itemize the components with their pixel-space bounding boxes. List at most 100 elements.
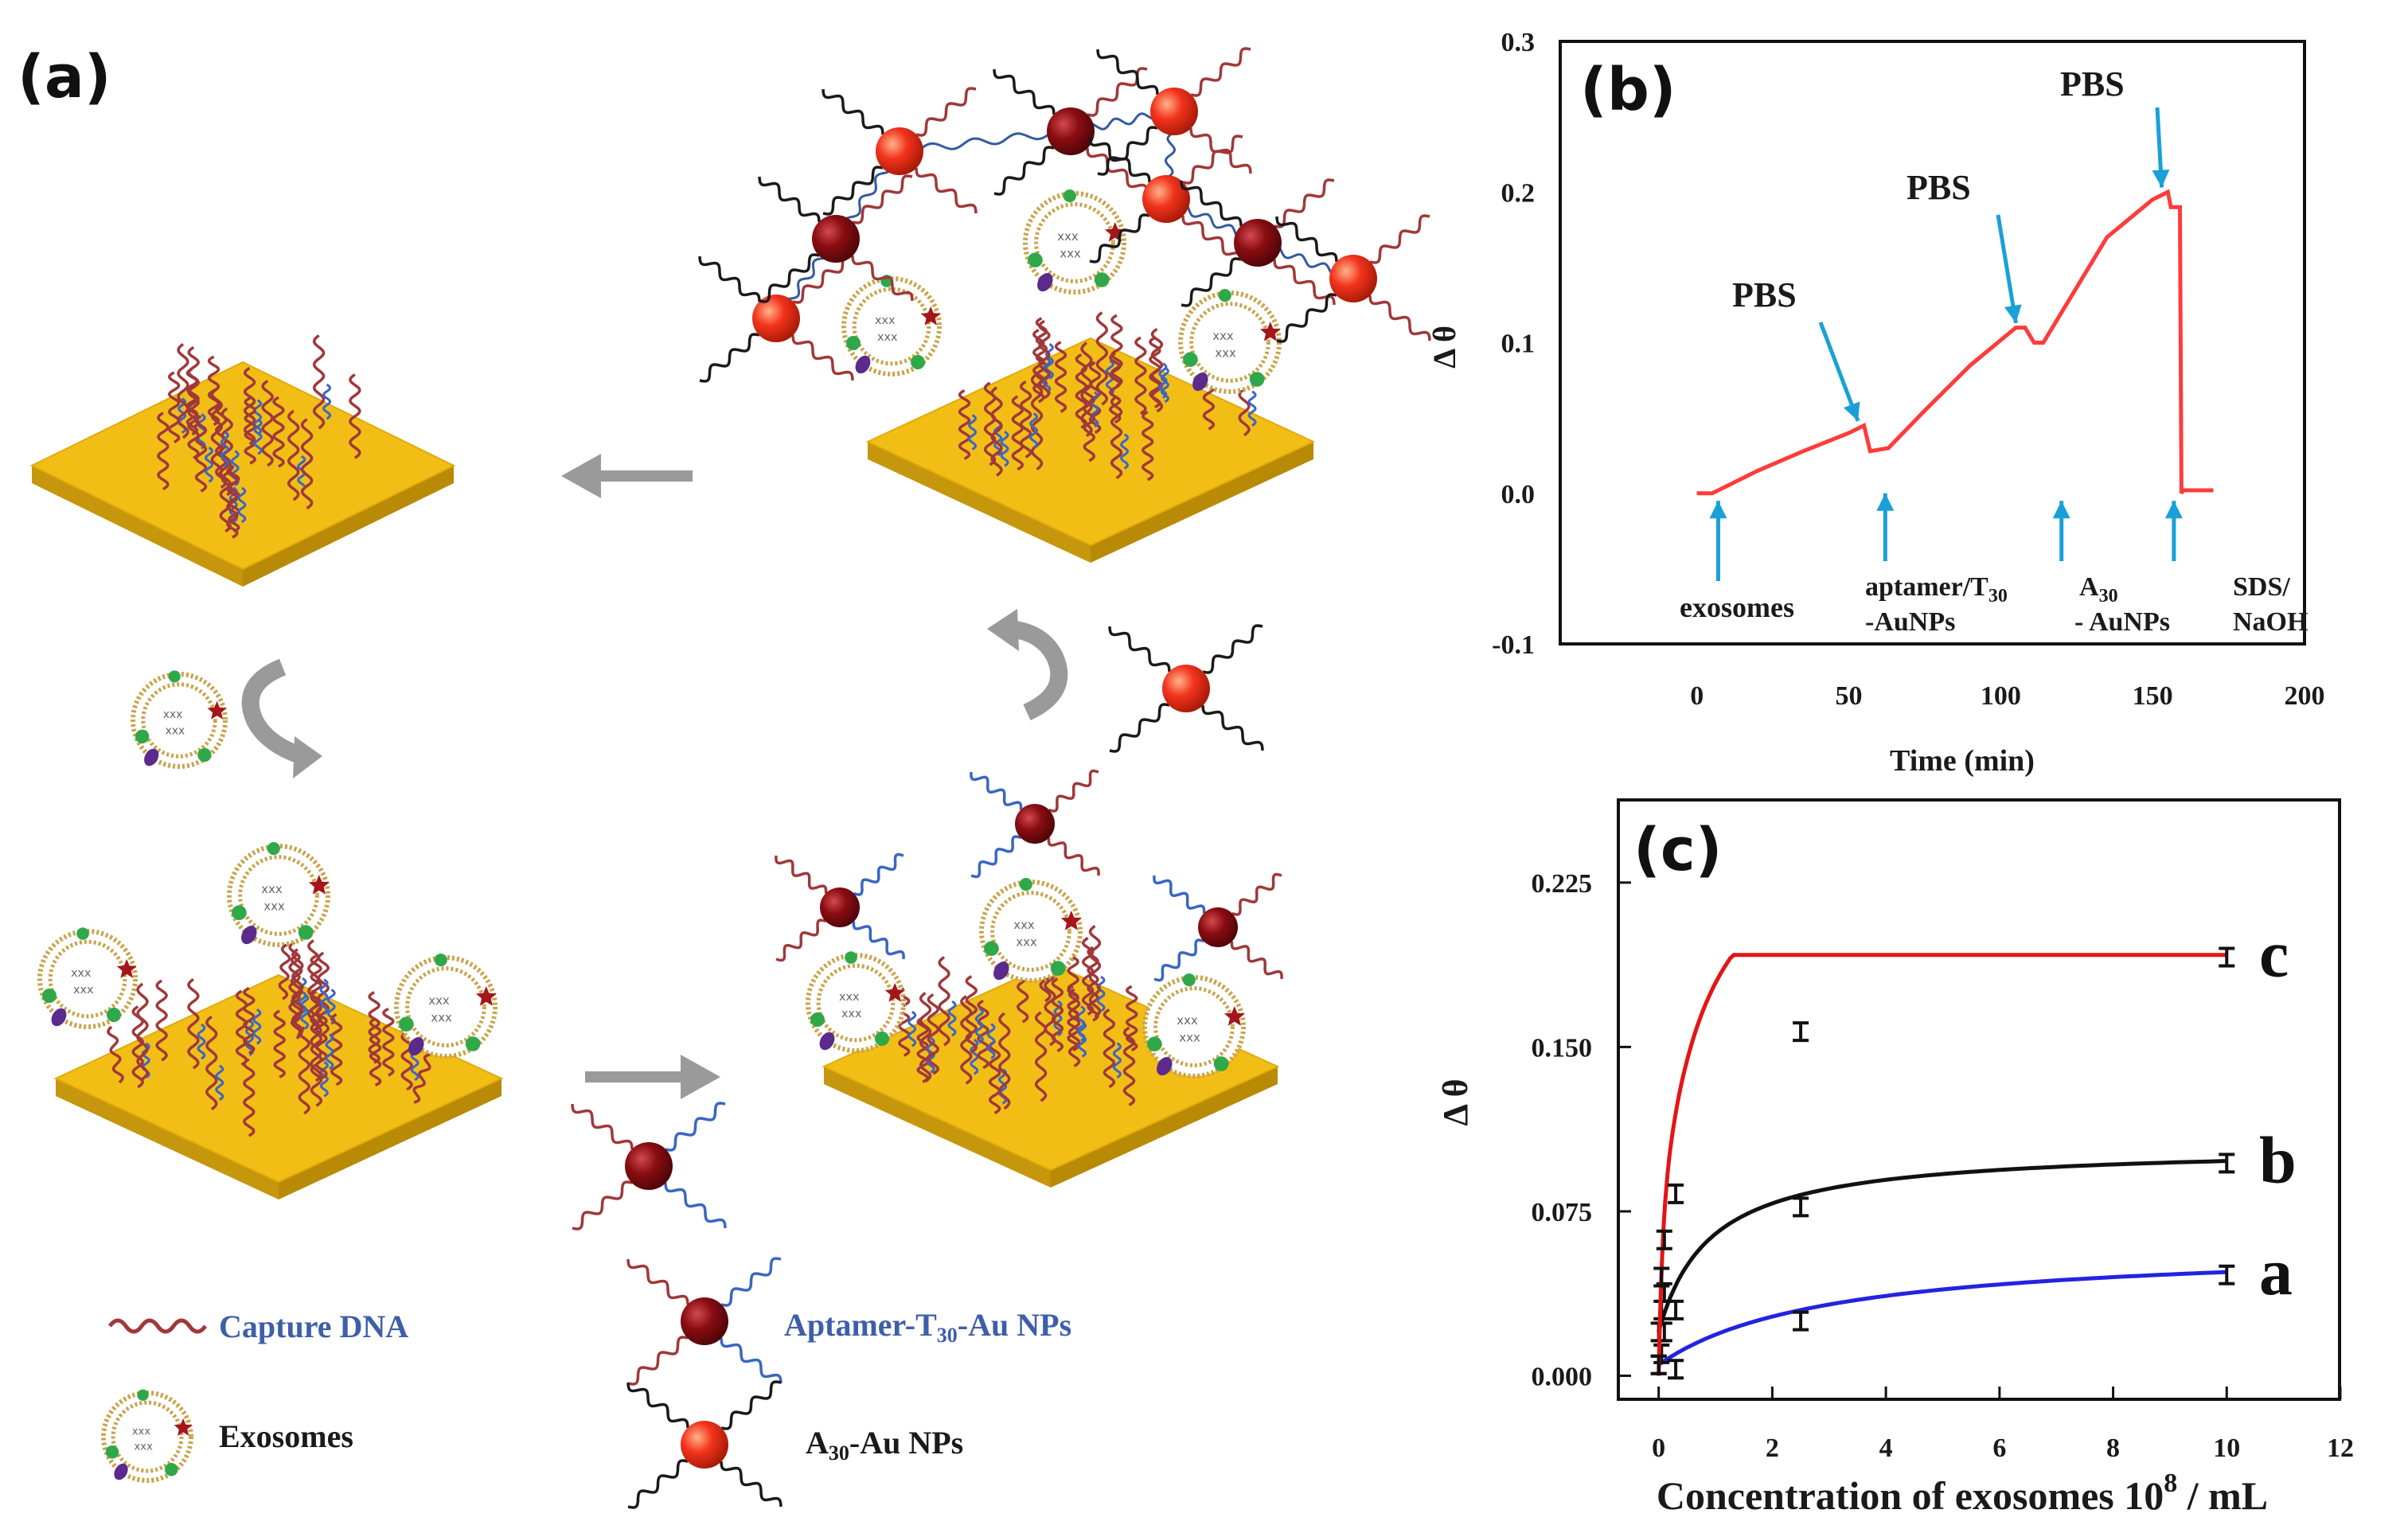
green-protein-icon bbox=[135, 729, 150, 743]
np-arm bbox=[1097, 126, 1158, 176]
capture-dna-strand bbox=[298, 1026, 311, 1115]
np-arm bbox=[792, 254, 853, 304]
np-arm bbox=[571, 1103, 634, 1150]
capture-dna-strand bbox=[312, 334, 326, 430]
np-arm bbox=[822, 88, 884, 135]
purple-protein-icon bbox=[144, 748, 159, 766]
np-arm bbox=[970, 771, 1023, 810]
capture-dna-strand bbox=[278, 943, 291, 1001]
np-arm bbox=[665, 1102, 726, 1152]
green-protein-icon bbox=[875, 1032, 889, 1046]
panel-b-annotations: PBS PBS PBS exosomes aptamer/T30 -AuNPs … bbox=[1680, 64, 2308, 637]
panel-c-series: abc bbox=[1650, 917, 2297, 1380]
panel-c-x-tick-label: 2 bbox=[1766, 1434, 1779, 1463]
capture-dna-strand bbox=[369, 1017, 382, 1087]
panel-c-y-tick-label: 0.000 bbox=[1532, 1362, 1593, 1391]
capture-dna-strand bbox=[205, 1015, 218, 1111]
np-arm bbox=[791, 334, 854, 381]
star-marker-icon bbox=[116, 958, 137, 978]
series-b-curve bbox=[1657, 1159, 2227, 1332]
purple-protein-icon bbox=[819, 1032, 835, 1051]
exosome-cargo: xxx bbox=[1057, 229, 1079, 244]
hybrid-strand bbox=[253, 418, 263, 455]
np-arm bbox=[1274, 178, 1335, 228]
marker-arrow-exosomes-head bbox=[1709, 501, 1727, 519]
marker-a30-line2: - AuNPs bbox=[2074, 607, 2170, 637]
curve-label-c: c bbox=[2259, 917, 2289, 991]
panel-b-y-tick-label: 0.2 bbox=[1501, 178, 1536, 208]
pbs-arrow-3-head bbox=[2152, 169, 2170, 188]
green-protein-icon bbox=[1218, 289, 1231, 302]
purple-protein-icon bbox=[51, 1008, 67, 1027]
green-protein-icon bbox=[137, 1389, 149, 1401]
capture-dna-strand bbox=[1087, 946, 1099, 1022]
capture-dna-strand bbox=[155, 979, 168, 1062]
panel-c-x-tick-label: 8 bbox=[2106, 1434, 2120, 1463]
np-arm bbox=[1231, 872, 1282, 916]
hybrid-strand bbox=[253, 399, 263, 436]
green-protein-icon bbox=[1249, 372, 1265, 387]
panel-b-xlabel: Time (min) bbox=[1890, 744, 2035, 778]
capture-dna-strand bbox=[1030, 373, 1044, 471]
panel-c-xlabel: Concentration of exosomes 108 / mL bbox=[1657, 1469, 2268, 1518]
capture-dna-strand bbox=[938, 956, 950, 1047]
exosome-inner-membrane bbox=[405, 966, 486, 1047]
panel-b-frame bbox=[1559, 40, 2306, 646]
aptamer-np bbox=[1153, 872, 1283, 982]
capture-dna-strand bbox=[382, 1007, 395, 1077]
np-arm bbox=[626, 1258, 689, 1305]
aptamer-np bbox=[970, 769, 1100, 879]
np-arm bbox=[1109, 703, 1170, 753]
panel-c-x-tick-label: 0 bbox=[1652, 1434, 1665, 1463]
capture-dna-strand bbox=[273, 1009, 286, 1079]
a30-np-floating bbox=[1108, 624, 1264, 753]
capture-dna-strand bbox=[185, 368, 199, 436]
panel-b-ylabel: Δ θ bbox=[1426, 326, 1462, 369]
pbs-label-3: PBS bbox=[2060, 64, 2125, 103]
capture-dna-strand bbox=[988, 1040, 1001, 1115]
hybrid-strand bbox=[1000, 431, 1009, 467]
hybrid-strand bbox=[319, 1061, 329, 1098]
np-arm bbox=[1096, 49, 1159, 96]
np-arm bbox=[1181, 215, 1244, 262]
panel-a-tag: (a) bbox=[18, 43, 111, 111]
green-protein-icon bbox=[810, 1012, 825, 1027]
exosome-inner-membrane bbox=[238, 855, 319, 936]
np-arm bbox=[915, 87, 977, 137]
capture-dna-strand bbox=[177, 343, 189, 439]
capture-dna-strand bbox=[235, 989, 248, 1067]
exosome-cargo: xxx bbox=[71, 967, 92, 980]
capture-dna-strand bbox=[228, 465, 240, 533]
green-protein-icon bbox=[1063, 189, 1076, 203]
green-protein-icon bbox=[76, 927, 89, 940]
capture-dna-strand bbox=[244, 396, 257, 465]
capture-dna-strand bbox=[1019, 380, 1032, 458]
star-marker-icon bbox=[308, 875, 330, 895]
capture-dna-strand bbox=[1122, 1026, 1136, 1106]
capture-dna-strand bbox=[187, 345, 200, 429]
capture-dna-strand bbox=[330, 1012, 343, 1086]
curve-label-a: a bbox=[2259, 1235, 2293, 1309]
green-protein-icon bbox=[168, 670, 181, 683]
legend-capture-dna-label: Capture DNA bbox=[219, 1309, 408, 1344]
green-protein-icon bbox=[42, 989, 57, 1003]
panel-b-y-tick-label: -0.1 bbox=[1492, 630, 1535, 660]
np-core bbox=[1329, 255, 1377, 302]
hybrid-strand bbox=[968, 414, 978, 451]
chip-side-right bbox=[1051, 1067, 1278, 1188]
chip-bare bbox=[29, 334, 456, 587]
green-protein-icon bbox=[267, 842, 280, 856]
star-marker-icon bbox=[1060, 911, 1082, 930]
np-core bbox=[752, 295, 800, 342]
curved-arrow-exosome-binding bbox=[241, 658, 322, 778]
capture-dna-strand bbox=[1088, 925, 1102, 1018]
np-arm bbox=[699, 333, 760, 383]
hybrid-strand bbox=[300, 993, 310, 1030]
hybrid-strand bbox=[1029, 412, 1039, 449]
np-core bbox=[1162, 665, 1210, 712]
np-arm bbox=[1047, 837, 1100, 876]
